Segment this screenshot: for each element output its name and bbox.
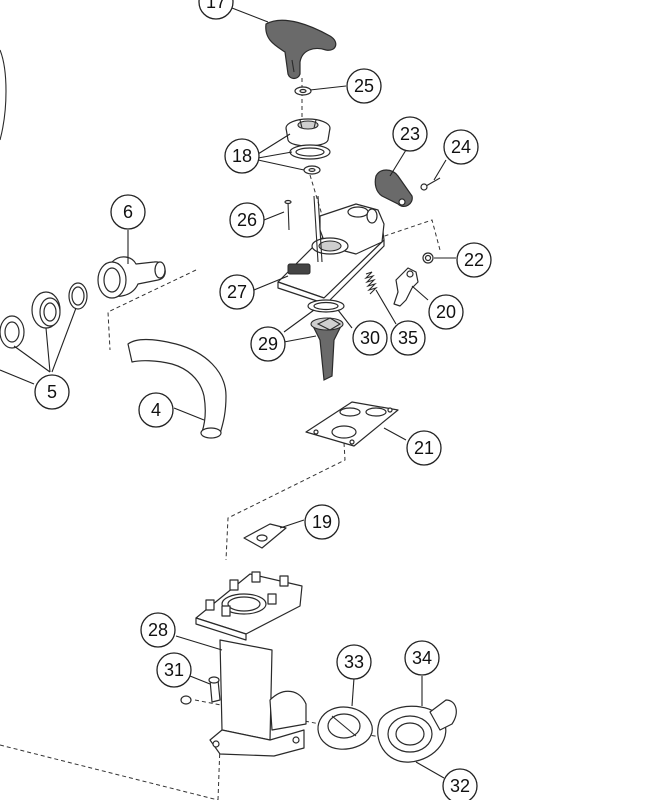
callout-32: 32 xyxy=(442,768,478,800)
callout-30: 30 xyxy=(352,320,388,356)
callout-17: 17 xyxy=(198,0,234,20)
latch-part-20 xyxy=(393,267,419,307)
outlet-elbow-part-34-32 xyxy=(377,699,457,763)
pump-body-part-27 xyxy=(277,195,385,305)
callout-number: 23 xyxy=(400,124,420,144)
callout-31: 31 xyxy=(156,652,192,688)
callout-18: 18 xyxy=(224,138,260,174)
callout-circle xyxy=(224,138,260,174)
flange-gasket-part-33 xyxy=(317,706,373,750)
callout-circle xyxy=(390,320,426,356)
callout-number: 34 xyxy=(412,648,432,668)
callout-circle xyxy=(456,242,492,278)
callout-circle xyxy=(198,0,234,20)
callout-26: 26 xyxy=(229,202,265,238)
gasket-part-19 xyxy=(243,523,287,549)
callout-number: 29 xyxy=(258,334,278,354)
callout-20: 20 xyxy=(428,294,464,330)
spring-part-35 xyxy=(364,271,378,295)
callout-circle xyxy=(442,768,478,800)
callout-27: 27 xyxy=(219,274,255,310)
callout-number: 24 xyxy=(451,137,471,157)
callout-23: 23 xyxy=(392,116,428,152)
callout-circle xyxy=(404,640,440,676)
callout-number: 25 xyxy=(354,76,374,96)
callout-22: 22 xyxy=(456,242,492,278)
callout-number: 27 xyxy=(227,282,247,302)
callout-number: 17 xyxy=(206,0,226,12)
callout-circle xyxy=(138,392,174,428)
callout-number: 35 xyxy=(398,328,418,348)
callout-circle xyxy=(34,374,70,410)
o-ring-part-22 xyxy=(422,252,434,264)
callout-33: 33 xyxy=(336,644,372,680)
callout-labels: 17 25 18 23 24 6 26 22 27 20 29 30 35 5 4 21 19 28 33 34 31 3… xyxy=(34,0,492,800)
fitting-set-part-5 xyxy=(0,49,88,349)
callout-34: 34 xyxy=(404,640,440,676)
callout-circle xyxy=(352,320,388,356)
callout-circle xyxy=(229,202,265,238)
callout-35: 35 xyxy=(390,320,426,356)
lever-part-23 xyxy=(374,169,413,208)
screw-part-24 xyxy=(420,177,441,191)
callout-4: 4 xyxy=(138,392,174,428)
callout-circle xyxy=(346,68,382,104)
cap-assembly-part-18 xyxy=(285,118,331,175)
bolt-part-31 xyxy=(180,676,221,705)
callout-number: 4 xyxy=(151,400,161,420)
callout-circle xyxy=(392,116,428,152)
callout-number: 6 xyxy=(123,202,133,222)
callout-29: 29 xyxy=(250,326,286,362)
callout-number: 28 xyxy=(148,620,168,640)
callout-circle xyxy=(140,612,176,648)
callout-circle xyxy=(428,294,464,330)
leader-lines xyxy=(0,7,456,779)
callout-number: 26 xyxy=(237,210,257,230)
callout-19: 19 xyxy=(304,504,340,540)
callout-25: 25 xyxy=(346,68,382,104)
callout-28: 28 xyxy=(140,612,176,648)
callout-circle xyxy=(336,644,372,680)
callout-number: 18 xyxy=(232,146,252,166)
callout-number: 32 xyxy=(450,776,470,796)
washer-part-25 xyxy=(294,86,312,96)
callout-number: 20 xyxy=(436,302,456,322)
callout-circle xyxy=(110,194,146,230)
callout-circle xyxy=(219,274,255,310)
callout-circle xyxy=(304,504,340,540)
elbow-fitting-part-6 xyxy=(97,256,166,299)
callout-number: 33 xyxy=(344,652,364,672)
callout-circle xyxy=(443,129,479,165)
callout-21: 21 xyxy=(406,430,442,466)
callout-24: 24 xyxy=(443,129,479,165)
callout-circle xyxy=(250,326,286,362)
base-housing-part-28 xyxy=(195,571,307,757)
callout-circle xyxy=(406,430,442,466)
callout-number: 21 xyxy=(414,438,434,458)
callout-number: 22 xyxy=(464,250,484,270)
callout-number: 30 xyxy=(360,328,380,348)
callout-number: 19 xyxy=(312,512,332,532)
callout-number: 31 xyxy=(164,660,184,680)
pin-part-26 xyxy=(284,199,292,231)
callout-number: 5 xyxy=(47,382,57,402)
assembly-guide-lines xyxy=(0,78,441,800)
callout-5: 5 xyxy=(34,374,70,410)
callout-circle xyxy=(156,652,192,688)
gasket-part-21 xyxy=(305,401,399,447)
piston-part-29-30 xyxy=(307,299,345,381)
hose-part-4 xyxy=(127,338,227,439)
t-handle-part xyxy=(265,19,337,80)
callout-6: 6 xyxy=(110,194,146,230)
